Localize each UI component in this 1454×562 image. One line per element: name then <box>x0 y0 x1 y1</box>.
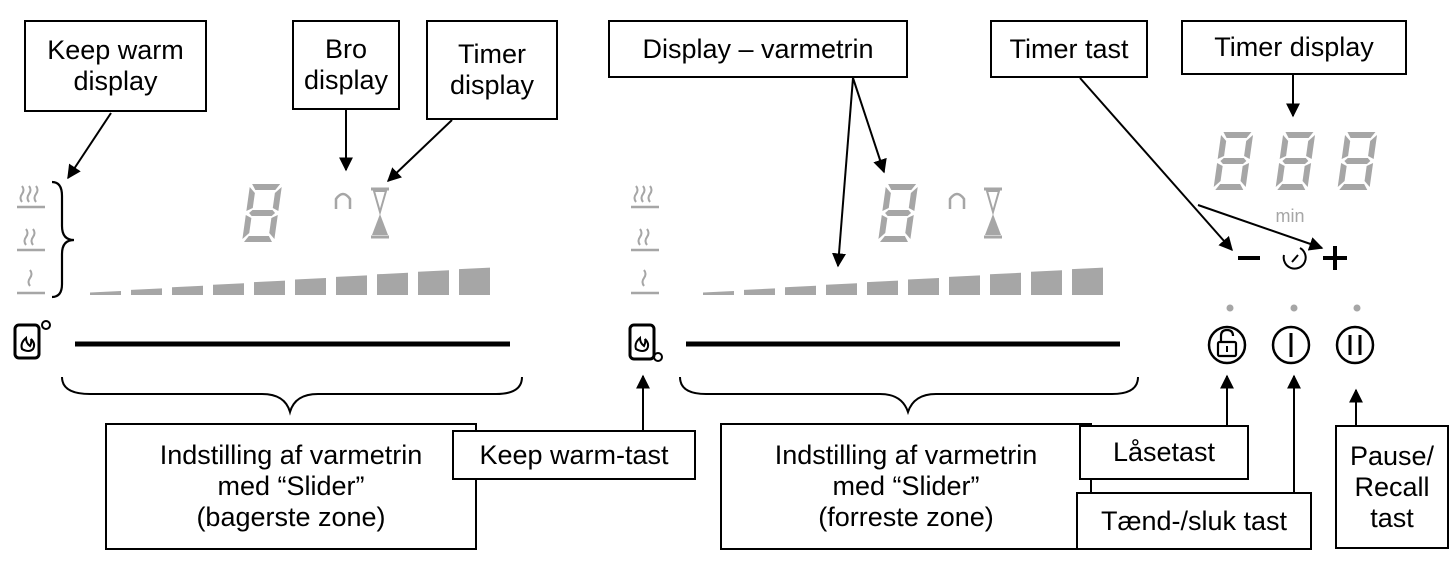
label-taend-sluk-tast: Tænd-/sluk tast <box>1076 492 1312 550</box>
front-power-bar-5 <box>867 280 898 295</box>
front-keep-warm-level-2-icon <box>631 228 659 252</box>
label-laasetast: Låsetast <box>1079 425 1249 480</box>
lock-button-icon[interactable] <box>1207 325 1247 365</box>
keep-warm-level-3-icon <box>17 185 45 209</box>
front-zone-keep-warm-indicator <box>631 185 659 295</box>
rear-power-bar-10 <box>459 267 490 295</box>
label-timer-tast: Timer tast <box>990 20 1148 78</box>
front-zone-bridge-icon <box>948 192 966 209</box>
front-zone-power-level-bars <box>703 267 1103 295</box>
rear-power-bar-8 <box>377 272 408 295</box>
rear-power-bar-4 <box>213 283 244 295</box>
rear-power-bar-9 <box>418 270 449 295</box>
rear-keep-warm-button-icon[interactable] <box>13 320 51 360</box>
label-display-varmetrin: Display – varmetrin <box>608 20 908 78</box>
timer-plus-button[interactable] <box>1323 246 1347 270</box>
front-power-bar-1 <box>703 291 734 295</box>
arrow-display-varmetrin-2 <box>832 77 854 268</box>
front-keep-warm-level-3-icon <box>631 185 659 209</box>
front-power-bar-7 <box>949 275 980 295</box>
rear-zone-bridge-icon <box>334 192 352 209</box>
keep-warm-curly-brace <box>51 180 75 299</box>
rear-zone-digit-display <box>242 184 282 242</box>
rear-zone-keep-warm-indicator <box>17 185 45 295</box>
label-keep-warm-tast: Keep warm-tast <box>452 430 696 480</box>
front-slider-brace <box>679 376 1139 416</box>
front-power-bar-3 <box>785 285 816 295</box>
arrow-timer-tast-minus <box>1079 77 1233 252</box>
pause-button-icon[interactable] <box>1335 325 1375 365</box>
timer-unit-label: min <box>1275 206 1304 226</box>
rear-zone-power-level-bars <box>90 267 490 295</box>
rear-power-bar-6 <box>295 278 326 295</box>
rear-power-bar-3 <box>172 285 203 295</box>
rear-power-bar-5 <box>254 280 285 295</box>
front-zone-hourglass-icon <box>984 187 1002 239</box>
arrow-timer-display-left <box>386 119 453 182</box>
keep-warm-level-1-icon <box>17 269 45 295</box>
front-power-bar-6 <box>908 278 939 295</box>
arrow-timer-tast-plus <box>1197 204 1324 251</box>
arrow-display-varmetrin-1 <box>852 77 887 174</box>
front-power-bar-2 <box>744 288 775 295</box>
front-keep-warm-button-icon[interactable] <box>628 323 663 362</box>
front-power-bar-8 <box>990 272 1021 295</box>
label-timer-display-right: Timer display <box>1181 20 1407 75</box>
timer-digits-display <box>1213 132 1378 190</box>
keep-warm-level-2-icon <box>17 228 45 252</box>
rear-power-bar-2 <box>131 288 162 295</box>
pause-led <box>1353 304 1361 312</box>
arrow-keep-warm-display <box>67 112 112 180</box>
rear-power-bar-1 <box>90 291 121 295</box>
rear-zone-hourglass-icon <box>371 187 389 239</box>
front-zone-digit-display <box>878 184 918 242</box>
power-led <box>1290 304 1298 312</box>
rear-slider-brace <box>61 376 523 416</box>
front-keep-warm-level-1-icon <box>631 269 659 295</box>
front-power-bar-9 <box>1031 270 1062 295</box>
lock-led <box>1226 304 1234 312</box>
power-button-icon[interactable] <box>1271 325 1311 365</box>
front-power-bar-10 <box>1072 267 1103 295</box>
rear-power-bar-7 <box>336 275 367 295</box>
timer-clock-icon[interactable] <box>1282 247 1307 270</box>
front-power-bar-4 <box>826 283 857 295</box>
